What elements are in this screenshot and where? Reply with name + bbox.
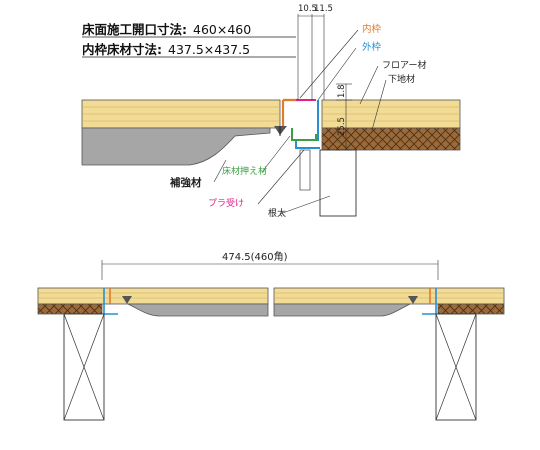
label-reinforcement: 補強材 [169, 176, 202, 189]
bottom-detail [37, 260, 505, 421]
dim-bottom-span: 474.5(460角) [222, 251, 288, 263]
top-detail [81, 14, 461, 217]
subfloor-bottom-right [437, 303, 505, 315]
leader-outer-frame [317, 47, 357, 101]
joist-brace [63, 313, 105, 421]
dim-vertical-large: 25.5 [337, 117, 347, 136]
leader-subfloor [371, 79, 387, 131]
flooring-bottom-right [273, 287, 505, 305]
flooring-bottom-left [37, 287, 269, 305]
label-flooring: フロアー材 [382, 59, 426, 71]
dim-top-b: 11.5 [314, 4, 333, 14]
joist-top [319, 149, 357, 217]
leader-flooring [359, 65, 379, 105]
screw-icon [408, 296, 418, 304]
subfloor-top [321, 127, 461, 151]
dim-top-a: 10.5 [298, 4, 317, 14]
joist-side [299, 149, 311, 191]
label-joist: 根太 [268, 207, 286, 219]
leader-inner-frame [299, 29, 359, 99]
inner-floor-spec-value: 437.5×437.5 [168, 42, 251, 57]
inner-frame-shape [281, 98, 300, 128]
label-support-rail: 床材押え材 [222, 165, 267, 177]
opening-spec-value: 460×460 [193, 22, 252, 37]
dim-vertical-small: 1.8 [337, 84, 347, 98]
opening-spec: 床面施工開口寸法: 460×460 [82, 19, 251, 38]
label-inner-frame: 内枠 [362, 23, 382, 35]
label-plastic-receiver: プラ受け [208, 197, 244, 209]
leader-plastic-receiver [257, 149, 305, 205]
label-outer-frame: 外枠 [362, 41, 382, 53]
support-rail-shape [291, 128, 317, 141]
label-subfloor: 下地材 [388, 73, 415, 85]
reinforcement-bottom-left [127, 303, 269, 317]
leader-reinforcement [213, 159, 227, 183]
inner-floor-spec: 内枠床材寸法: 437.5×437.5 [82, 39, 250, 58]
leader-support-rail [261, 135, 291, 173]
opening-spec-label: 床面施工開口寸法: [82, 22, 187, 37]
subfloor-bottom-left [37, 303, 103, 315]
screw-icon [122, 296, 132, 304]
reinforcement-bottom-right [273, 303, 411, 317]
inner-floor-spec-label: 内枠床材寸法: [82, 42, 162, 57]
joist-brace [435, 313, 477, 421]
reinforcement-top [81, 127, 271, 166]
leader-joist [279, 195, 331, 215]
